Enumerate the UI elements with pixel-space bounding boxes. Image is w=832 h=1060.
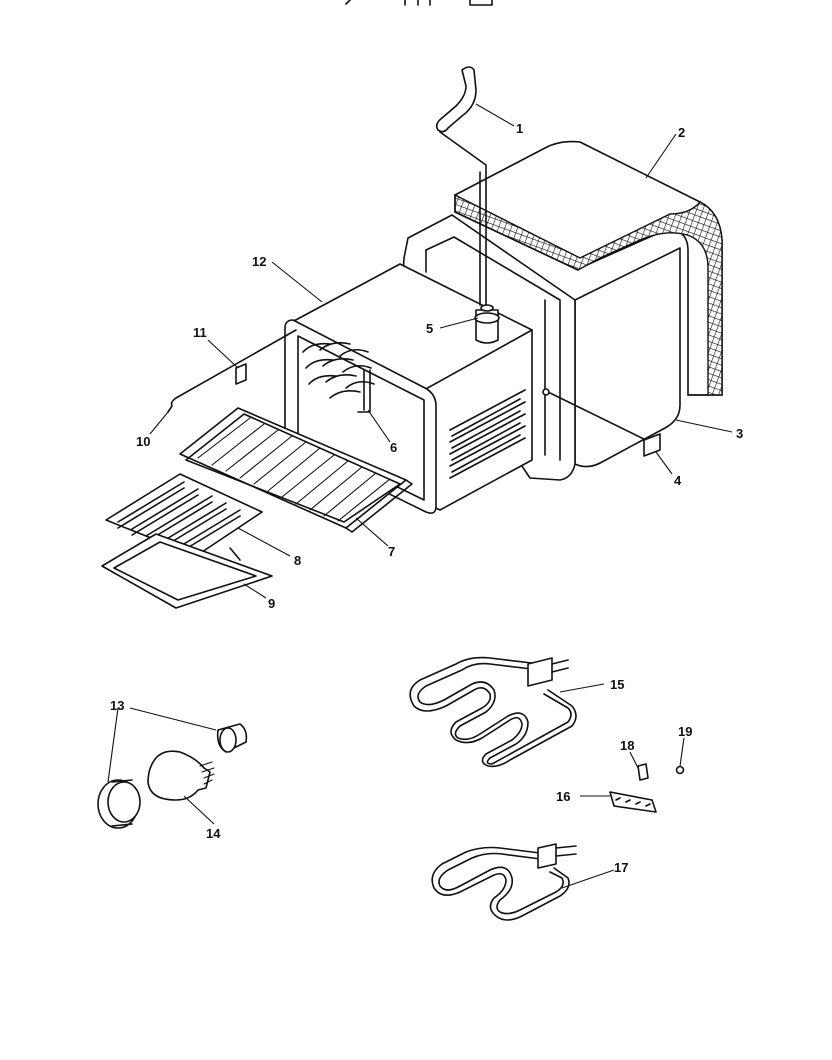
part-7-oven-rack — [179, 407, 413, 533]
label-part-13: 13 — [110, 698, 124, 713]
label-part-12: 12 — [252, 254, 266, 269]
label-part-3: 3 — [736, 426, 743, 441]
part-18-clip — [637, 763, 649, 781]
label-part-8: 8 — [294, 553, 301, 568]
label-part-2: 2 — [678, 125, 685, 140]
label-part-4: 4 — [674, 473, 682, 488]
part-17-broil-element — [431, 843, 577, 921]
part-19-screw — [675, 765, 685, 775]
label-part-5: 5 — [426, 321, 433, 336]
label-part-7: 7 — [388, 544, 395, 559]
label-part-17: 17 — [614, 860, 628, 875]
part-labels: 1 2 3 4 5 6 7 8 9 10 11 12 13 14 15 16 1… — [110, 121, 743, 875]
part-4-terminal — [542, 388, 661, 457]
label-part-19: 19 — [678, 724, 692, 739]
label-part-18: 18 — [620, 738, 634, 753]
part-11-bracket — [235, 363, 247, 385]
part-5-fitting — [474, 304, 500, 344]
top-edge-marks — [345, 0, 493, 6]
part-12-oven-cavity — [284, 263, 533, 514]
part-16-terminal-block — [609, 791, 657, 813]
label-part-16: 16 — [556, 789, 570, 804]
label-part-1: 1 — [516, 121, 523, 136]
part-14-bulb — [147, 750, 215, 801]
label-part-15: 15 — [610, 677, 624, 692]
part-13-light-lens — [97, 779, 141, 829]
part-9-broiler-pan — [101, 533, 273, 609]
label-part-6: 6 — [390, 440, 397, 455]
leader-lines — [107, 103, 733, 889]
part-15-bake-element — [409, 656, 577, 768]
label-part-10: 10 — [136, 434, 150, 449]
label-part-11: 11 — [193, 325, 207, 340]
part-2-insulation — [454, 140, 723, 396]
label-part-9: 9 — [268, 596, 275, 611]
label-part-14: 14 — [206, 826, 221, 841]
part-10-wire — [167, 329, 297, 413]
part-8-broiler-grid — [105, 473, 263, 557]
part-13-socket — [216, 723, 248, 753]
part-1-tube — [435, 66, 487, 306]
